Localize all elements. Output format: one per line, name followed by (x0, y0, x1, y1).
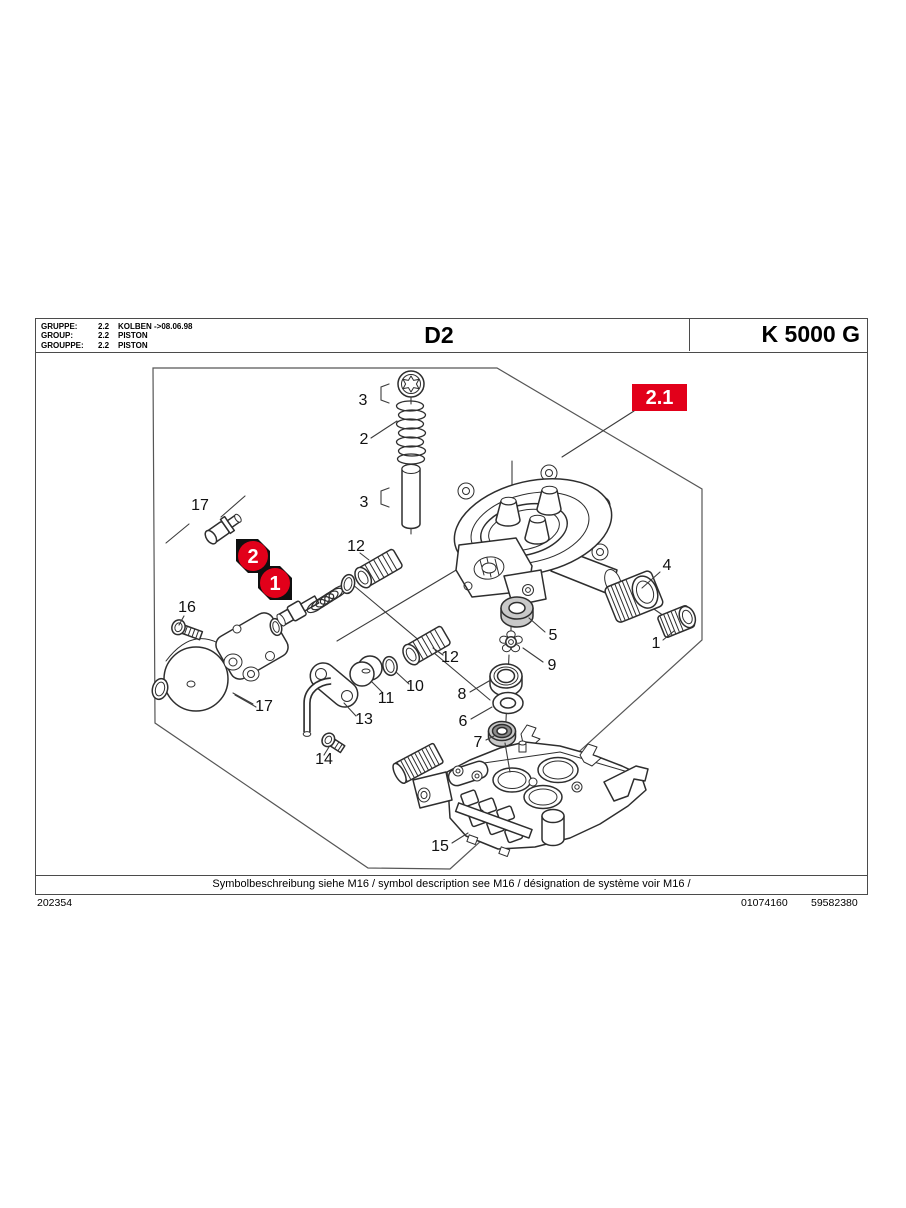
outlet-coupling (604, 570, 664, 623)
group-number: 2.2 (98, 322, 110, 331)
doc-number-mid: 01074160 (741, 897, 788, 909)
part-callout: 4 (663, 557, 672, 574)
exploded-diagram: 3 2 3 17 12 16 12 10 11 17 13 14 15 5 9 … (151, 367, 703, 870)
screw-14 (321, 732, 346, 754)
group-value: PISTON (118, 340, 148, 350)
valve-cartridge-lower (402, 625, 451, 666)
part-callout: 11 (378, 690, 395, 707)
marker-badges: 2 1 (236, 539, 292, 600)
model-name: K 5000 G (689, 319, 867, 351)
section-badge-label: 2.1 (646, 387, 674, 409)
screw-16 (171, 619, 204, 641)
group-row-de: GRUPPE: 2.2 KOLBEN ->08.06.98 (41, 322, 192, 331)
doc-number-left: 202354 (37, 897, 73, 909)
group-number: 2.2 (98, 331, 110, 341)
part-callout: 12 (347, 538, 365, 555)
seal-ring-5 (500, 596, 534, 628)
doc-number-right: 59582380 (811, 897, 858, 909)
group-value: KOLBEN ->08.06.98 (118, 322, 193, 331)
group-label: GROUPPE: (41, 340, 84, 350)
bracket-13 (302, 662, 359, 737)
badge-number-bottom: 1 (269, 573, 280, 595)
badge-circle-2 (238, 541, 268, 571)
group-value: PISTON (118, 331, 148, 341)
part-callout: 5 (549, 627, 558, 644)
section-badge: 2.1 (632, 384, 687, 411)
part-callout: 17 (191, 497, 209, 514)
badge-circle-1 (260, 568, 290, 598)
part-callout: 13 (355, 711, 373, 728)
washer-6 (492, 691, 524, 715)
part-callout: 1 (652, 635, 661, 652)
pin-17-top (204, 513, 242, 545)
crankcase (392, 740, 649, 857)
part-callout: 2 (360, 431, 369, 448)
part-callout: 3 (360, 494, 369, 511)
group-number: 2.2 (98, 340, 110, 350)
sealing-plug (657, 604, 697, 638)
part-callout: 10 (406, 678, 424, 695)
group-label: GRUPPE: (41, 322, 78, 331)
o-ring-10 (382, 655, 398, 677)
group-row-en: GROUP: 2.2 PISTON (41, 331, 192, 340)
cylinder-head (453, 464, 622, 607)
group-row-fr: GROUPPE: 2.2 PISTON (41, 341, 192, 350)
group-label: GROUP: (41, 331, 73, 341)
part-callout: 14 (315, 751, 333, 768)
section-badge-box (632, 384, 687, 411)
seal-cup-8 (489, 663, 523, 697)
plug-11 (349, 655, 383, 687)
piston-pin (401, 463, 421, 535)
axis-into-bore (504, 742, 511, 773)
piston-parts-chain (269, 573, 356, 637)
part-callout: 15 (431, 838, 449, 855)
badge-number-top: 2 (247, 546, 258, 568)
part-callout: 17 (255, 698, 273, 715)
torx-screw (397, 370, 425, 405)
part-callout: 7 (474, 734, 483, 751)
part-callouts: 3 2 3 17 12 16 12 10 11 17 13 14 15 5 9 … (178, 392, 671, 855)
symbol-note: Symbolbeschreibung siehe M16 / symbol de… (36, 875, 867, 894)
spring (395, 400, 427, 465)
part-callout: 9 (548, 657, 557, 674)
valve-cartridge-upper (354, 548, 403, 589)
part-callout: 3 (359, 392, 368, 409)
part-callout: 16 (178, 599, 196, 616)
grooved-seal-7 (487, 720, 517, 748)
page-code: D2 (424, 322, 454, 348)
callout-leaders (178, 383, 675, 844)
part-callout: 12 (441, 649, 459, 666)
part-callout: 6 (459, 713, 468, 730)
part-callout: 8 (458, 686, 467, 703)
piston-unit (151, 612, 289, 712)
star-washer-9 (499, 630, 523, 653)
